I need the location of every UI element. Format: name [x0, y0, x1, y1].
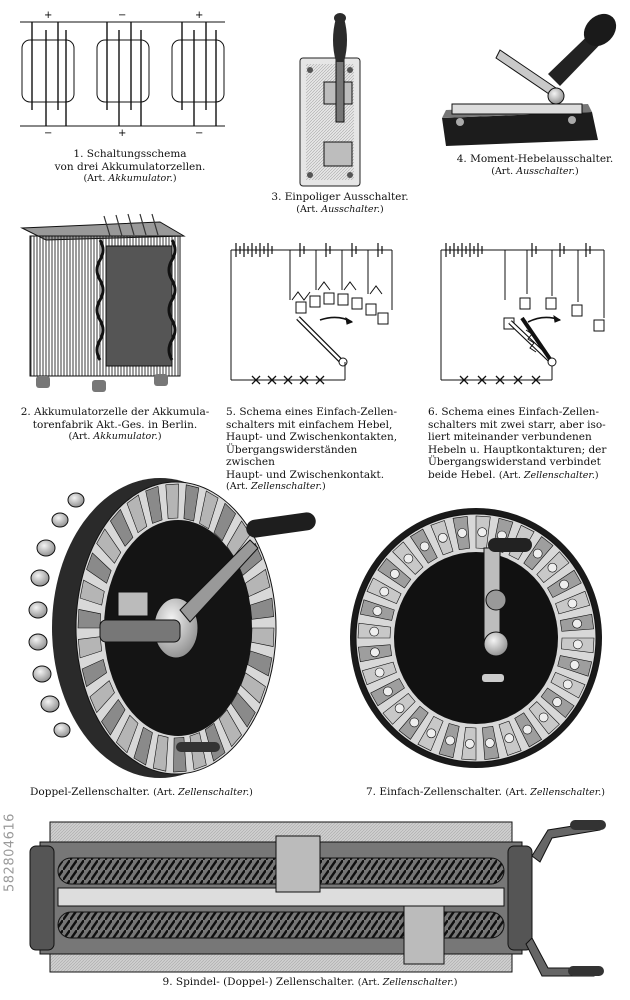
fig2-caption: 2. Akkumulatorzelle der Akkumula-torenfa… — [20, 406, 210, 442]
contact-bolt — [372, 606, 383, 616]
contact-segment — [218, 709, 242, 748]
contact-segment — [77, 609, 101, 629]
contact-bolt — [464, 738, 475, 749]
contact-bolt — [437, 532, 448, 543]
fig4-lever-switch — [442, 13, 617, 146]
contact-bolt — [374, 667, 385, 678]
fig5-caption: 5. Schema eines Einfach-Zellen-schalters… — [226, 406, 398, 492]
fig9-spindle-switch — [29, 820, 606, 977]
contact-bolt — [403, 553, 414, 564]
contact-segment — [126, 494, 148, 534]
fig1-minus-sign-1: − — [118, 10, 126, 21]
fig7-single-cell-switch — [350, 508, 602, 768]
contact-bolt — [383, 686, 393, 697]
fig1-minus-sign-3: − — [195, 128, 203, 139]
fig8-caption: Doppel-Zellenschalter. (Art. Zellenschal… — [30, 786, 253, 798]
contact-bolt — [457, 528, 468, 538]
contact-bolt — [370, 647, 380, 658]
contact-segment — [152, 734, 169, 772]
contact-segment — [199, 490, 219, 530]
contact-bolt — [532, 548, 543, 559]
fig3-single-pole-switch — [299, 13, 361, 187]
fig1-plus-sign-2: + — [195, 10, 203, 21]
fig6-caption: 6. Schema eines Einfach-Zellen-schalters… — [428, 406, 607, 481]
contact-bolt — [426, 728, 437, 739]
fig2-accumulator-cell — [20, 213, 186, 392]
fig1-plus-sign-3: + — [118, 128, 126, 139]
contact-segment — [96, 528, 122, 564]
contact-bolt — [389, 569, 400, 579]
fig5-switch-schema — [230, 243, 393, 385]
contact-segment — [77, 636, 103, 659]
contact-bolt — [572, 639, 583, 650]
contact-segment — [86, 552, 112, 584]
fig3-caption: 3. Einpoliger Ausschalter. (Art. Ausscha… — [271, 191, 409, 215]
contact-segment — [230, 692, 256, 728]
contact-segment — [101, 698, 126, 736]
contact-bolt — [562, 679, 573, 690]
contact-segment — [116, 714, 139, 754]
stock-watermark-id: 582804616 — [2, 813, 18, 892]
contact-bolt — [538, 712, 549, 723]
contact-segment — [183, 484, 200, 522]
fig1-plus-sign-1: + — [44, 10, 52, 21]
contact-bolt — [567, 598, 578, 609]
contact-segment — [79, 579, 105, 606]
fig4-caption: 4. Moment-Hebelausschalter. (Art. Aussch… — [456, 153, 614, 177]
contact-segment — [110, 508, 134, 547]
contact-bolt — [522, 724, 533, 735]
contact-bolt — [369, 626, 380, 637]
contact-bolt — [477, 527, 488, 538]
contact-bolt — [559, 579, 569, 590]
fig9-caption: 9. Spindel- (Doppel-) Zellenschalter. (A… — [162, 976, 458, 988]
contact-bolt — [394, 703, 405, 714]
contact-bolt — [547, 562, 558, 573]
contact-bolt — [569, 660, 580, 670]
contact-segment — [89, 680, 115, 714]
contact-segment — [165, 483, 179, 519]
contact-bolt — [445, 735, 455, 746]
contact-bolt — [419, 541, 430, 552]
contact-bolt — [484, 738, 495, 748]
fig6-switch-schema — [440, 243, 605, 385]
contact-segment — [213, 502, 236, 542]
fig1-minus-sign-2: − — [44, 128, 52, 139]
contact-bolt — [552, 697, 563, 707]
contact-bolt — [409, 717, 420, 728]
fig7-caption: 7. Einfach-Zellenschalter. (Art. Zellens… — [366, 786, 606, 798]
contact-bolt — [504, 733, 515, 744]
contact-bolt — [379, 586, 390, 597]
contact-segment — [133, 726, 153, 766]
contact-segment — [81, 658, 107, 688]
contact-segment — [145, 485, 163, 524]
fig8-double-cell-switch — [28, 478, 316, 778]
contact-bolt — [572, 618, 582, 629]
fig1-circuit-schema — [20, 21, 225, 127]
